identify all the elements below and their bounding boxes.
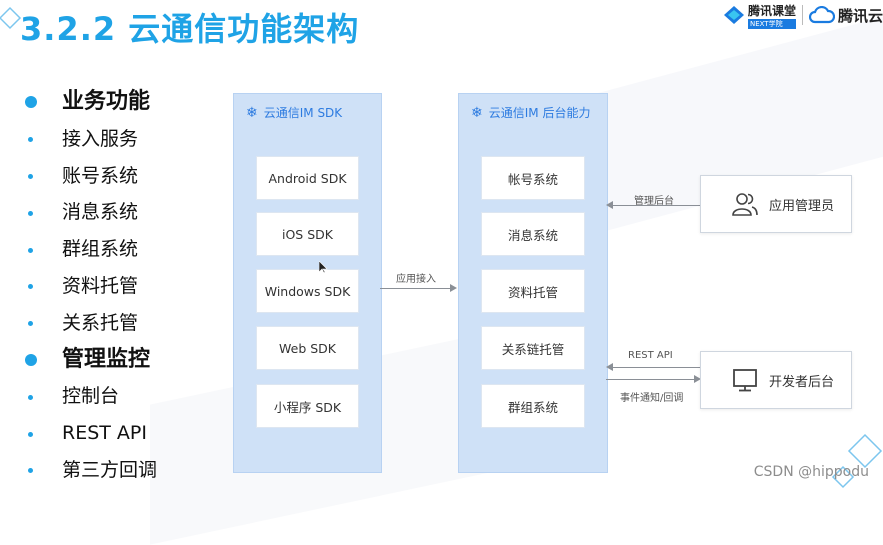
backend-box-group: 群组系统 xyxy=(481,384,585,428)
feature-list: 业务功能 接入服务 账号系统 消息系统 群组系统 资料托管 关系托管 管理监控 … xyxy=(20,84,157,489)
list-item-text: 账号系统 xyxy=(62,164,139,187)
edge-label-app-access: 应用接入 xyxy=(396,274,436,285)
arrow-head-left xyxy=(606,363,613,371)
edge-line-app-access xyxy=(380,288,450,289)
list-heading-business: 业务功能 xyxy=(20,84,157,121)
app-admin-label: 应用管理员 xyxy=(769,198,835,214)
edge-label-rest-api: REST API xyxy=(628,350,673,361)
list-item: 接入服务 xyxy=(20,121,157,158)
edge-line-callback xyxy=(606,379,694,380)
bullet-dot xyxy=(28,173,33,179)
bullet-dot xyxy=(28,321,33,327)
slide-title: 3.2.2 云通信功能架构 xyxy=(20,10,360,48)
mouse-cursor-icon xyxy=(319,261,328,274)
classroom-logo-text: 腾讯课堂 xyxy=(747,3,796,18)
sdk-box-web: Web SDK xyxy=(256,326,359,370)
arrow-head-right xyxy=(694,375,701,383)
sdk-box-windows: Windows SDK xyxy=(256,269,359,313)
tencent-cloud-logo: 腾讯云 xyxy=(808,5,883,26)
arrow-head-right xyxy=(450,284,457,292)
snowflake-icon: ❄ xyxy=(471,104,483,121)
sdk-box-android: Android SDK xyxy=(256,156,359,200)
backend-box-account: 帐号系统 xyxy=(481,156,585,200)
dev-console-label: 开发者后台 xyxy=(769,374,835,390)
tencent-classroom-logo: 腾讯课堂 NEXT学院 xyxy=(723,2,796,29)
edge-line-rest-api xyxy=(612,367,700,368)
list-item-text: 管理监控 xyxy=(62,346,151,372)
users-icon xyxy=(731,190,759,218)
list-item: 第三方回调 xyxy=(20,452,157,489)
sdk-panel-title: ❄ 云通信IM SDK xyxy=(246,104,342,121)
logo-divider xyxy=(801,5,803,25)
list-item-text: 消息系统 xyxy=(62,201,139,224)
list-item: 资料托管 xyxy=(20,268,157,305)
list-item: 关系托管 xyxy=(20,305,157,342)
edge-line-admin xyxy=(612,205,700,206)
bullet-dot xyxy=(25,353,37,366)
edge-label-callback: 事件通知/回调 xyxy=(620,393,684,404)
list-heading-management: 管理监控 xyxy=(20,342,157,379)
list-item: 控制台 xyxy=(20,378,157,415)
bullet-dot xyxy=(28,210,33,216)
monitor-icon xyxy=(731,366,759,394)
classroom-logo-icon xyxy=(723,6,744,24)
app-admin-card: 应用管理员 xyxy=(700,175,852,233)
sdk-panel: ❄ 云通信IM SDK Android SDK iOS SDK Windows … xyxy=(233,93,382,473)
bullet-dot xyxy=(28,137,33,143)
list-item: 账号系统 xyxy=(20,158,157,195)
bullet-dot xyxy=(28,431,33,437)
bullet-dot xyxy=(28,468,33,474)
backend-box-relationship: 关系链托管 xyxy=(481,326,585,370)
classroom-logo-subtext: NEXT学院 xyxy=(747,18,796,29)
list-item-text: 群组系统 xyxy=(62,238,139,261)
corner-decoration-top-left xyxy=(0,6,22,30)
corner-decoration-bottom-right xyxy=(831,433,883,489)
list-item-text: 接入服务 xyxy=(62,127,139,150)
backend-panel-title-text: 云通信IM 后台能力 xyxy=(488,106,591,120)
list-item-text: 第三方回调 xyxy=(62,458,158,481)
dev-console-card: 开发者后台 xyxy=(700,351,852,409)
backend-box-profile: 资料托管 xyxy=(481,269,585,313)
backend-panel: ❄ 云通信IM 后台能力 帐号系统 消息系统 资料托管 关系链托管 群组系统 xyxy=(458,93,608,473)
list-item: REST API xyxy=(20,415,157,452)
list-item-text: 资料托管 xyxy=(62,274,139,297)
list-item-text: 关系托管 xyxy=(62,311,139,334)
bullet-dot xyxy=(25,96,37,109)
bullet-dot xyxy=(28,394,33,400)
arrow-head-left xyxy=(606,201,613,209)
list-item-text: 控制台 xyxy=(62,385,120,408)
edge-label-admin-console: 管理后台 xyxy=(634,196,674,207)
backend-box-message: 消息系统 xyxy=(481,212,585,256)
brand-logos: 腾讯课堂 NEXT学院 腾讯云 xyxy=(723,0,883,30)
list-item: 消息系统 xyxy=(20,194,157,231)
sdk-box-miniprogram: 小程序 SDK xyxy=(256,384,359,428)
sdk-panel-title-text: 云通信IM SDK xyxy=(263,106,343,120)
list-item-text: 业务功能 xyxy=(62,89,151,114)
bullet-dot xyxy=(28,247,33,253)
cloud-logo-icon xyxy=(808,6,835,24)
list-item-text: REST API xyxy=(62,422,147,445)
bullet-dot xyxy=(28,284,33,290)
snowflake-icon: ❄ xyxy=(246,104,258,121)
watermark: CSDN @hippodu xyxy=(753,464,869,480)
list-item: 群组系统 xyxy=(20,231,157,268)
backend-panel-title: ❄ 云通信IM 后台能力 xyxy=(471,104,590,121)
sdk-box-ios: iOS SDK xyxy=(256,212,359,256)
cloud-logo-text: 腾讯云 xyxy=(837,6,883,25)
